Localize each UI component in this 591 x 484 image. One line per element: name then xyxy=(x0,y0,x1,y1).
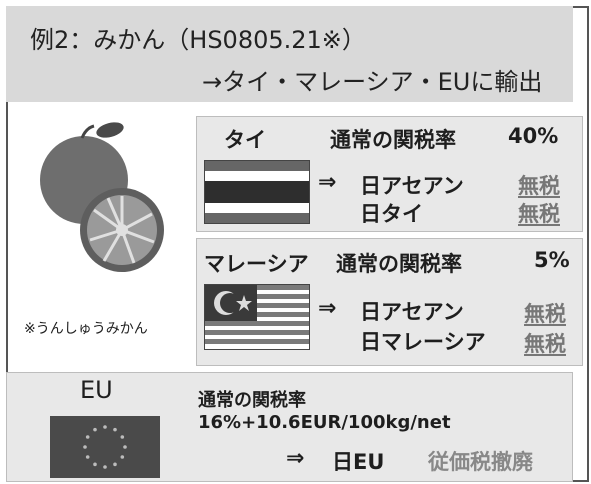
eu-star-icon xyxy=(103,465,107,469)
mandarin-illustration xyxy=(40,122,164,272)
thailand-status-bilateral: 無税 xyxy=(518,202,560,226)
eu-star-icon xyxy=(83,445,87,449)
eu-star-icon xyxy=(123,445,127,449)
eu-star-icon xyxy=(120,435,125,439)
eu-agreement: 日EU xyxy=(332,450,385,474)
thailand-flag xyxy=(204,160,310,224)
malaysia-rate-label: 通常の関税率 xyxy=(336,252,462,276)
fruit-note: ※うんしゅうみかん xyxy=(24,321,148,337)
arrow-icon: ⇒ xyxy=(318,296,337,321)
eu-star-icon xyxy=(85,435,90,439)
thailand-rate: 40% xyxy=(508,124,559,148)
eu-star-icon xyxy=(103,425,107,429)
thailand-agreement-bilateral: 日タイ xyxy=(360,202,423,226)
thailand-country: タイ xyxy=(224,128,266,152)
thailand-status-asean: 無税 xyxy=(518,174,560,198)
eu-status: 従価税撤廃 xyxy=(428,450,533,474)
eu-country: EU xyxy=(80,376,113,404)
header: 例2：みかん（HS0805.21※） →タイ・マレーシア・EUに輸出 xyxy=(6,6,573,102)
malaysia-country: マレーシア xyxy=(204,252,309,276)
eu-rate-label: 通常の関税率 xyxy=(198,390,306,411)
eu-star-icon xyxy=(93,427,97,432)
eu-star-icon xyxy=(93,462,97,467)
eu-flag xyxy=(50,416,160,478)
thailand-rate-label: 通常の関税率 xyxy=(330,128,456,152)
malaysia-status-bilateral: 無税 xyxy=(524,332,566,356)
malaysia-flag xyxy=(204,284,310,350)
header-subtitle: →タイ・マレーシア・EUに輸出 xyxy=(202,68,543,96)
eu-star-icon xyxy=(113,462,117,467)
thailand-agreement-asean: 日アセアン xyxy=(360,174,464,198)
malaysia-status-asean: 無税 xyxy=(524,302,566,326)
malaysia-rate: 5% xyxy=(534,248,570,272)
eu-star-icon xyxy=(113,427,117,432)
eu-star-icon xyxy=(85,455,90,459)
mandarin-leaf xyxy=(96,122,124,138)
malaysia-agreement-asean: 日アセアン xyxy=(360,300,464,324)
malaysia-agreement-bilateral: 日マレーシア xyxy=(360,330,486,354)
eu-star-icon xyxy=(120,455,125,459)
arrow-icon: ⇒ xyxy=(318,170,337,195)
header-title: 例2：みかん（HS0805.21※） xyxy=(30,26,366,54)
eu-rate: 16%+10.6EUR/100kg/net xyxy=(198,412,451,433)
arrow-icon: ⇒ xyxy=(286,446,305,471)
